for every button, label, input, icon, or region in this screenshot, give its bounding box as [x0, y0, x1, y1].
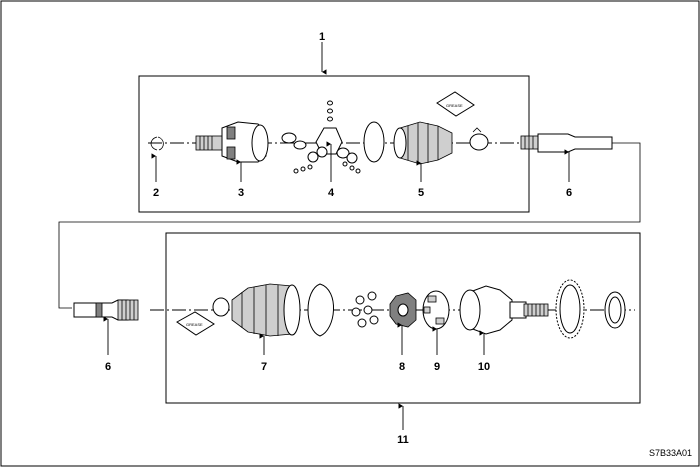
seal-ring — [604, 291, 626, 329]
callout-7: 7 — [261, 361, 267, 373]
callout-9: 9 — [434, 361, 440, 373]
circlip — [150, 136, 164, 151]
shaft-continuation-line — [58, 142, 641, 309]
callout-3: 3 — [238, 187, 244, 199]
outer-joint-boot — [231, 283, 301, 337]
callout-10: 10 — [478, 361, 490, 373]
callout-4: 4 — [328, 187, 335, 199]
abs-tone-ring — [555, 279, 585, 339]
svg-text:GREASE: GREASE — [186, 322, 203, 327]
svg-text:GREASE: GREASE — [446, 103, 463, 108]
outer-joint-kit-box — [165, 232, 641, 404]
callout-8: 8 — [399, 361, 405, 373]
callout-5: 5 — [418, 187, 424, 199]
ball-cage — [422, 290, 450, 330]
callout-6-upper: 6 — [566, 187, 572, 199]
boot-band-large-lower — [307, 283, 334, 337]
grease-packet-lower: GREASE — [176, 311, 215, 336]
drive-shaft-lower — [73, 299, 139, 321]
figure-code: S7B33A01 — [649, 448, 692, 458]
boot-band-large — [363, 121, 385, 163]
grease-packet-upper: GREASE — [436, 91, 475, 117]
inner-race — [389, 292, 417, 328]
callout-1: 1 — [319, 31, 325, 43]
boot-clamp-small-lower — [212, 297, 230, 317]
inner-joint-boot — [393, 121, 453, 165]
joint-balls — [351, 291, 379, 328]
callout-2: 2 — [153, 187, 159, 199]
boot-clamp-small — [469, 127, 489, 151]
callout-6-lower: 6 — [105, 361, 111, 373]
drive-shaft-upper — [520, 133, 613, 153]
callout-11: 11 — [397, 434, 409, 446]
inner-joint-housing — [195, 121, 269, 163]
outer-joint-housing — [459, 285, 549, 335]
tripod-spider-and-rollers — [281, 100, 361, 174]
